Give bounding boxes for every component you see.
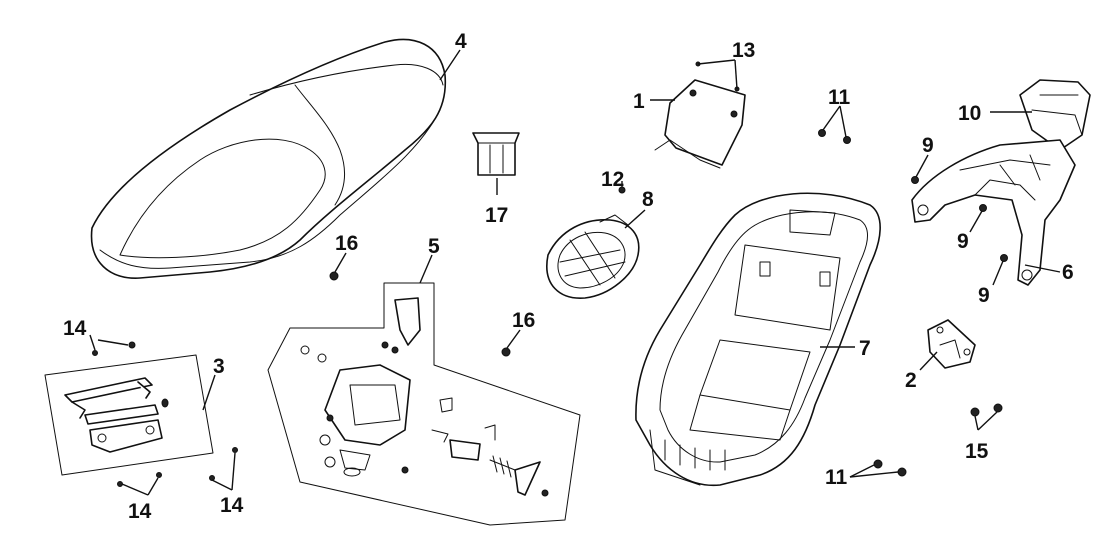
grab-rail-part xyxy=(911,139,1076,286)
screw-center-part xyxy=(501,347,511,357)
callout-screw-center: 16 xyxy=(512,309,535,332)
callout-lock-bolt: 12 xyxy=(601,168,624,191)
box-bolts-part xyxy=(970,403,1003,417)
seat-catch-part xyxy=(927,319,976,369)
helmet-box-part xyxy=(635,192,881,487)
screw-left-part xyxy=(329,271,339,281)
seat-part xyxy=(90,38,447,279)
callout-inner-cover-screw: 13 xyxy=(732,39,755,62)
callout-grab-rail: 6 xyxy=(1062,261,1074,284)
callout-rail-bolt-lower: 9 xyxy=(978,284,990,307)
callout-hinge-bracket: 3 xyxy=(213,355,225,378)
callout-helmet-box: 7 xyxy=(859,337,871,360)
callout-hinge-screw-right: 14 xyxy=(220,494,244,517)
rail-bolt-upper-part xyxy=(911,176,919,184)
callout-rail-bolt-mid: 9 xyxy=(957,230,969,253)
callout-upper-bolt: 11 xyxy=(828,86,851,109)
callout-labels: 4 1 13 11 10 9 9 9 6 17 12 8 16 16 5 3 1… xyxy=(63,30,1074,523)
lamp-part xyxy=(546,214,640,299)
damper-part xyxy=(472,132,520,176)
callout-seat: 4 xyxy=(455,30,467,53)
callout-lower-bolt: 11 xyxy=(825,466,848,489)
grab-rail-cap-part xyxy=(1019,79,1091,151)
inner-cover-part xyxy=(654,61,746,169)
lower-bolts-part xyxy=(873,459,907,477)
rail-bolt-mid-part xyxy=(979,204,987,212)
seat-lock-assembly-part xyxy=(267,282,581,526)
callout-grab-rail-cap: 10 xyxy=(958,102,981,125)
callout-lamp: 8 xyxy=(642,188,654,211)
callout-rail-bolt-upper: 9 xyxy=(922,134,934,157)
callout-hinge-screw-top: 14 xyxy=(63,317,87,340)
hinge-bracket-part xyxy=(44,354,214,476)
callout-damper: 17 xyxy=(485,204,508,227)
rail-bolt-lower-part xyxy=(1000,254,1008,262)
upper-bolts-part xyxy=(818,129,851,144)
leader-lines xyxy=(89,49,1061,496)
callout-screw-left: 16 xyxy=(335,232,358,255)
callout-seat-lock-assembly: 5 xyxy=(428,235,440,258)
callout-box-bolts: 15 xyxy=(965,440,989,463)
callout-inner-cover: 1 xyxy=(633,90,645,113)
callout-seat-catch: 2 xyxy=(905,369,917,392)
callout-hinge-screw-bottom: 14 xyxy=(128,500,152,523)
